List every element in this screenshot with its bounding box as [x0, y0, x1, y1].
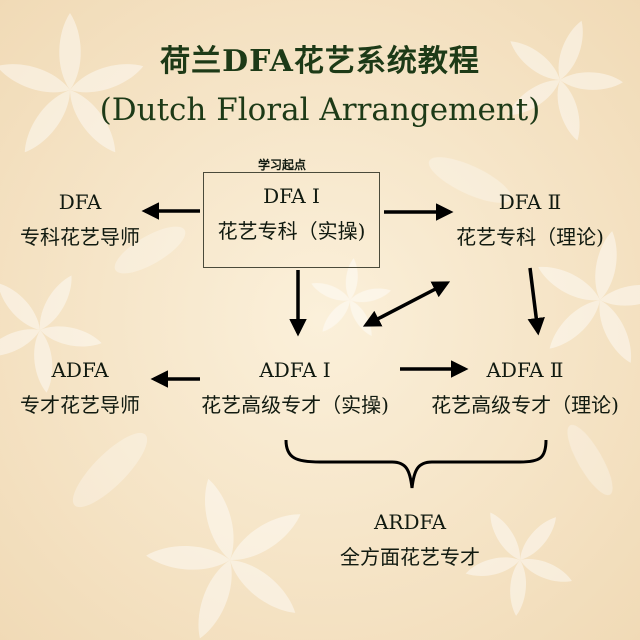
node-dfa-teacher: DFA 专科花艺导师 — [10, 188, 150, 252]
node-dfa-teacher-name: 专科花艺导师 — [20, 225, 140, 249]
brace-adfa-group — [284, 439, 548, 489]
node-adfa1: ADFA Ⅰ 花艺高级专才（实操) — [180, 356, 410, 420]
title-english: (Dutch Floral Arrangement) — [99, 92, 541, 128]
node-dfa2-name: 花艺专科（理论) — [456, 225, 604, 249]
node-adfa2-code: ADFA Ⅱ — [486, 358, 564, 382]
start-point-label: 学习起点 — [258, 158, 307, 172]
node-ardfa: ARDFA 全方面花艺专才 — [320, 508, 500, 572]
arrow-dfa2-to-adfa2 — [527, 267, 545, 336]
node-adfa2-name: 花艺高级专才（理论) — [431, 393, 619, 417]
node-adfa1-code: ADFA Ⅰ — [259, 358, 331, 382]
node-adfa1-name: 花艺高级专才（实操) — [201, 393, 389, 417]
node-dfa2-code: DFA Ⅱ — [498, 190, 562, 214]
node-adfa-teacher: ADFA 专才花艺导师 — [10, 356, 150, 420]
node-adfa-teacher-code: ADFA — [51, 358, 109, 382]
node-dfa2: DFA Ⅱ 花艺专科（理论) — [440, 188, 620, 252]
node-dfa1: DFA Ⅰ 花艺专科（实操) — [203, 182, 380, 246]
start-point-box — [203, 172, 380, 268]
node-adfa-teacher-name: 专才花艺导师 — [20, 393, 140, 417]
node-ardfa-code: ARDFA — [373, 510, 447, 534]
node-dfa1-name: 花艺专科（实操) — [217, 219, 366, 243]
arrow-adfa1-dfa2-bidirectional — [362, 281, 451, 327]
title-chinese: 荷兰DFA花艺系统教程 — [160, 44, 480, 79]
node-dfa-teacher-code: DFA — [58, 190, 102, 214]
node-adfa2: ADFA Ⅱ 花艺高级专才（理论) — [412, 356, 638, 420]
node-ardfa-name: 全方面花艺专才 — [340, 545, 480, 569]
node-dfa1-code: DFA Ⅰ — [263, 184, 320, 208]
